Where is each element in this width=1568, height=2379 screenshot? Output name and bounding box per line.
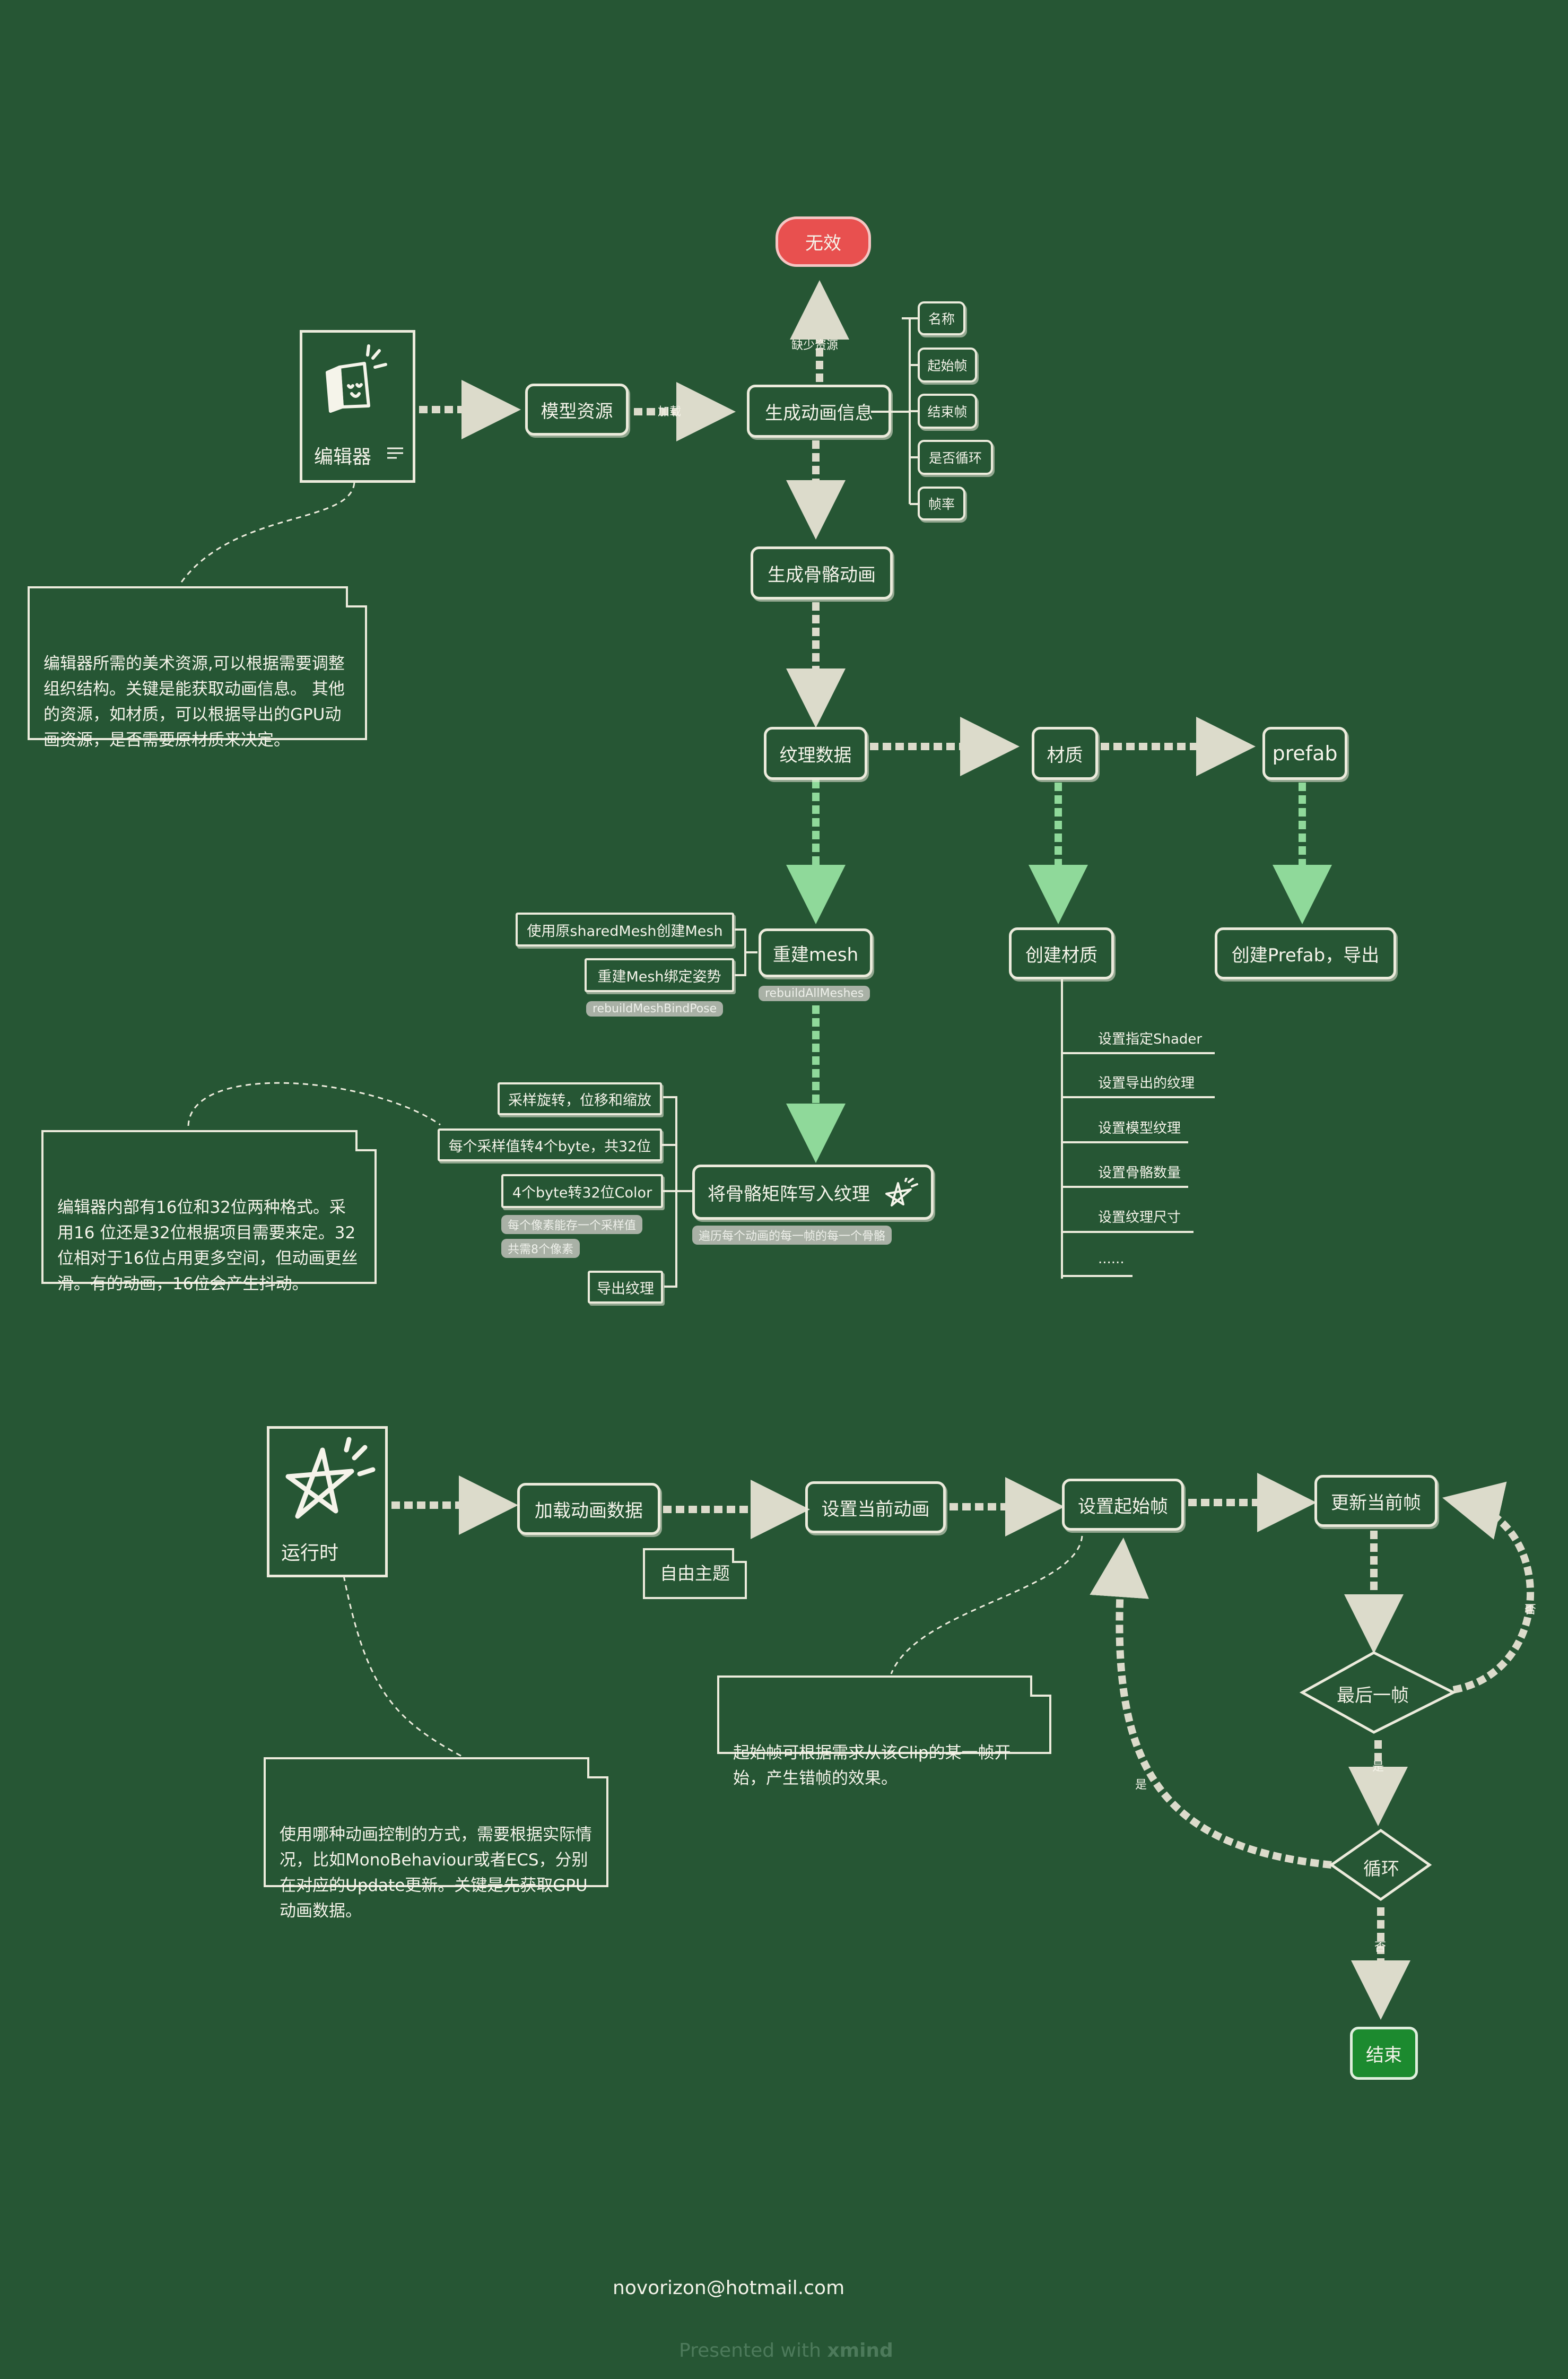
last-frame-label[interactable]: 最后一帧 xyxy=(1337,1685,1409,1706)
presented-with-text: Presented with xyxy=(679,2340,821,2361)
create-material-node[interactable]: 创建材质 xyxy=(1009,927,1114,979)
yes-label-last: 是 xyxy=(1372,1760,1384,1774)
material-step-shader: 设置指定Shader xyxy=(1098,1031,1203,1047)
edge-loop-yes-back xyxy=(1090,1538,1332,1869)
editor-title: 编辑器 xyxy=(314,446,372,468)
author-email: novorizon@hotmail.com xyxy=(613,2277,845,2299)
note-fold-corner xyxy=(355,1130,377,1151)
material-node[interactable]: 材质 xyxy=(1032,727,1098,780)
note-connector-start xyxy=(890,1535,1083,1674)
note-connector-runtime xyxy=(343,1575,462,1757)
material-step-texture-size: 设置纹理尺寸 xyxy=(1098,1210,1181,1226)
notebook-icon xyxy=(326,344,387,413)
prefab-node[interactable]: prefab xyxy=(1262,727,1347,780)
notes-icon xyxy=(387,447,403,459)
create-prefab-node[interactable]: 创建Prefab，导出 xyxy=(1215,927,1396,979)
sample-to-bytes-node[interactable]: 每个采样值转4个byte，共32位 xyxy=(438,1128,662,1161)
field-is-loop[interactable]: 是否循环 xyxy=(918,440,993,475)
pixel-tag-2: 共需8个像素 xyxy=(501,1239,580,1258)
xmind-credit: Presented with xmind xyxy=(679,2340,893,2361)
material-step-export-texture: 设置导出的纹理 xyxy=(1098,1075,1195,1091)
editor-card[interactable]: 编辑器 xyxy=(300,330,415,483)
note-fold-corner xyxy=(346,586,367,607)
note-start-frame-text: 起始帧可根据需求从该Clip的某一帧开始，产生错帧的效果。 xyxy=(733,1743,1011,1788)
texture-data-node[interactable]: 纹理数据 xyxy=(764,727,867,780)
note-start-frame: 起始帧可根据需求从该Clip的某一帧开始，产生错帧的效果。 xyxy=(717,1675,1051,1788)
note-texture-format-text: 编辑器内部有16位和32位两种格式。采用16 位还是32位根据项目需要来定。32… xyxy=(57,1198,358,1293)
export-texture-node[interactable]: 导出纹理 xyxy=(588,1271,663,1304)
note-fold-corner xyxy=(587,1757,608,1778)
note-connector-format xyxy=(187,1082,441,1126)
set-start-frame-node[interactable]: 设置起始帧 xyxy=(1062,1479,1184,1531)
field-end-frame[interactable]: 结束帧 xyxy=(918,394,977,429)
rebuild-bind-pose-tag: rebuildMeshBindPose xyxy=(586,1001,724,1017)
note-runtime: 使用哪种动画控制的方式，需要根据实际情况，比如MonoBehaviour或者EC… xyxy=(264,1757,608,1921)
last-frame-diamond-shape xyxy=(1299,1651,1457,1734)
missing-asset-label: 缺少资源 xyxy=(791,339,839,352)
material-step-more: ...... xyxy=(1098,1251,1125,1267)
invalid-node[interactable]: 无效 xyxy=(776,216,871,267)
model-asset-node[interactable]: 模型资源 xyxy=(525,384,629,436)
free-topic-label: 自由主题 xyxy=(660,1563,730,1584)
load-anim-data-node[interactable]: 加载动画数据 xyxy=(517,1483,660,1535)
create-mesh-from-shared-node[interactable]: 使用原sharedMesh创建Mesh xyxy=(516,913,734,947)
field-start-frame[interactable]: 起始帧 xyxy=(918,348,977,383)
pixel-tag-1: 每个像素能存一个采样值 xyxy=(501,1215,643,1234)
bytes-to-color-node[interactable]: 4个byte转32位Color xyxy=(501,1174,663,1208)
write-sub-bracket xyxy=(662,1096,692,1288)
loop-label[interactable]: 循环 xyxy=(1363,1859,1399,1880)
write-bone-matrix-tag: 遍历每个动画的每一帧的每一个骨骼 xyxy=(692,1226,892,1245)
fields-bracket xyxy=(871,317,918,505)
yes-label-loop: 是 xyxy=(1135,1778,1147,1792)
no-label-last: 否 xyxy=(1525,1603,1537,1617)
free-topic-note[interactable]: 自由主题 xyxy=(643,1548,747,1599)
set-current-anim-node[interactable]: 设置当前动画 xyxy=(805,1481,946,1533)
note-editor-assets-text: 编辑器所需的美术资源,可以根据需要调整组织结构。关键是能获取动画信息。 其他的资… xyxy=(43,654,345,750)
write-bone-matrix-label: 将骨骼矩阵写入纹理 xyxy=(708,1183,870,1205)
note-runtime-text: 使用哪种动画控制的方式，需要根据实际情况，比如MonoBehaviour或者EC… xyxy=(280,1825,592,1921)
runtime-card[interactable]: 运行时 xyxy=(267,1426,388,1577)
note-connector-editor xyxy=(179,482,355,584)
star-icon xyxy=(285,1437,376,1519)
star-sketch-icon xyxy=(885,1178,918,1206)
rebuild-bind-pose-node[interactable]: 重建Mesh绑定姿势 xyxy=(585,958,734,992)
sample-trs-node[interactable]: 采样旋转，位移和缩放 xyxy=(498,1082,662,1115)
update-frame-node[interactable]: 更新当前帧 xyxy=(1314,1475,1438,1527)
field-frame-rate[interactable]: 帧率 xyxy=(918,487,965,520)
loop-diamond-shape xyxy=(1329,1828,1432,1902)
material-step-model-texture: 设置模型纹理 xyxy=(1098,1121,1181,1136)
note-texture-format: 编辑器内部有16位和32位两种格式。采用16 位还是32位根据项目需要来定。32… xyxy=(41,1130,377,1293)
runtime-title: 运行时 xyxy=(281,1542,339,1564)
material-steps-tree xyxy=(1061,979,1215,1279)
end-node[interactable]: 结束 xyxy=(1350,2027,1418,2080)
write-bone-matrix-node[interactable]: 将骨骼矩阵写入纹理 xyxy=(692,1165,934,1220)
material-step-bone-count: 设置骨骼数量 xyxy=(1098,1165,1181,1181)
note-fold-corner xyxy=(732,1548,747,1563)
xmind-brand: xmind xyxy=(827,2340,893,2361)
rebuild-mesh-node[interactable]: 重建mesh xyxy=(759,928,873,977)
gen-skeleton-anim-node[interactable]: 生成骨骼动画 xyxy=(751,546,893,600)
rebuild-mesh-tag: rebuildAllMeshes xyxy=(759,986,870,1001)
field-name[interactable]: 名称 xyxy=(918,301,965,335)
load-edge-label: 加载 xyxy=(658,405,682,419)
gen-anim-info-node[interactable]: 生成动画信息 xyxy=(747,385,891,438)
edge-last-no-back xyxy=(1442,1481,1534,1694)
note-editor-assets: 编辑器所需的美术资源,可以根据需要调整组织结构。关键是能获取动画信息。 其他的资… xyxy=(28,586,367,750)
no-label-loop: 否 xyxy=(1374,1941,1387,1954)
mesh-sub-bracket xyxy=(735,928,757,976)
note-fold-corner xyxy=(1030,1675,1051,1697)
